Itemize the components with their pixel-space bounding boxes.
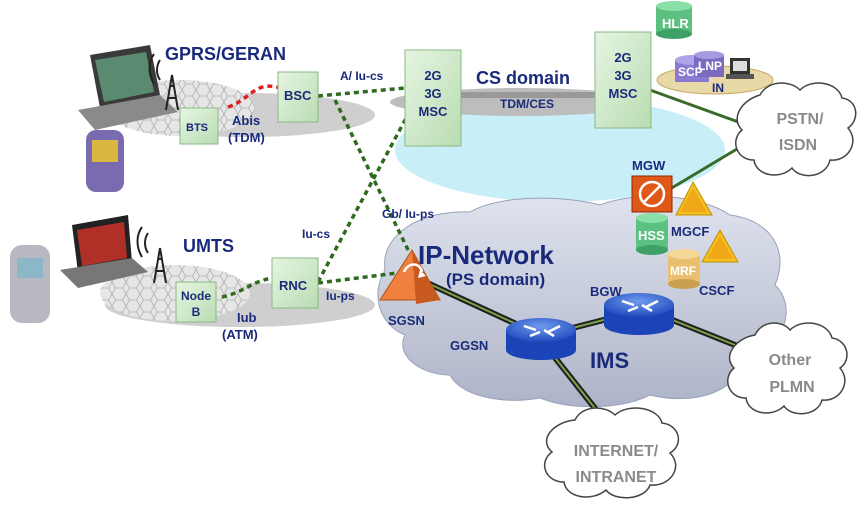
bsc-label: BSC <box>284 88 312 103</box>
msc1-line1: 2G <box>424 68 441 83</box>
bsc-box <box>277 71 319 123</box>
internet-labels: INTERNET/ INTRANET <box>574 443 659 486</box>
cscf-icon <box>701 228 739 263</box>
bgw-router-icon <box>604 293 674 335</box>
ggsn-router-icon <box>506 318 576 360</box>
other-plmn-labels: Other PLMN <box>769 352 815 396</box>
iu-ps-label: Iu-ps <box>326 289 355 303</box>
phone-geran <box>86 130 124 192</box>
mgw-icon <box>631 175 673 213</box>
pstn-labels: PSTN/ ISDN <box>776 111 824 154</box>
ims-label: IMS <box>590 348 629 373</box>
other-plmn-cloud <box>727 322 848 415</box>
internet-cloud <box>543 407 680 499</box>
lnp-icon <box>694 51 724 77</box>
nodeb-line1: Node <box>181 289 211 303</box>
laptop-umts <box>60 215 148 288</box>
iu-cs-label: Iu-cs <box>302 227 330 241</box>
ip-network-cloud <box>377 195 787 408</box>
other-plmn-line1: Other <box>769 352 812 369</box>
sgsn-label: SGSN <box>388 313 425 328</box>
ps-domain-label: (PS domain) <box>446 270 545 289</box>
lnp-label: LNP <box>698 59 722 73</box>
iub-atm-label: (ATM) <box>222 327 258 342</box>
ip-network-label: IP-Network <box>418 240 554 270</box>
msc2-line2: 3G <box>614 68 631 83</box>
link-iub <box>221 276 273 299</box>
msc2-box <box>594 31 652 129</box>
msc1-labels: 2G 3G MSC <box>419 68 449 119</box>
mrf-label: MRF <box>670 264 696 278</box>
cs-domain-label: CS domain <box>476 68 570 88</box>
msc2-labels: 2G 3G MSC <box>609 50 639 101</box>
mgcf-label: MGCF <box>671 224 709 239</box>
umts-label: UMTS <box>183 236 234 256</box>
cscf-label: CSCF <box>699 283 734 298</box>
gprs-geran-label: GPRS/GERAN <box>165 44 286 64</box>
rnc-box <box>271 257 319 309</box>
link-bsc-msc <box>317 86 406 98</box>
msc2-line1: 2G <box>614 50 631 65</box>
phone-umts <box>10 245 50 323</box>
msc1-line3: MSC <box>419 104 449 119</box>
link-abis <box>227 84 281 109</box>
msc2-line3: MSC <box>609 86 639 101</box>
link-bsc-sgsn <box>333 99 414 259</box>
mgcf-icon <box>675 180 713 216</box>
hss-icon <box>636 213 668 255</box>
link-rnc-msc <box>316 95 420 283</box>
dashed-links <box>221 86 420 299</box>
nodeb-box <box>175 281 217 323</box>
pstn-cloud <box>735 82 857 177</box>
a-iu-cs-label: A/ Iu-cs <box>340 69 384 83</box>
terminal-icon <box>726 58 754 79</box>
hlr-icon <box>656 1 692 39</box>
bts-box <box>179 107 219 145</box>
antenna-geran-icon <box>148 53 179 111</box>
other-plmn-line2: PLMN <box>769 379 814 396</box>
abis-tdm-label: (TDM) <box>228 130 265 145</box>
nodeb-labels: Node B <box>181 289 211 319</box>
bgw-label: BGW <box>590 284 623 299</box>
hlr-label: HLR <box>662 16 689 31</box>
laptop-geran <box>78 45 178 130</box>
rnc-label: RNC <box>279 278 308 293</box>
mgw-label: MGW <box>632 158 666 173</box>
in-label: IN <box>712 81 724 95</box>
link-rnc-sgsn <box>317 270 406 285</box>
internet-line2: INTRANET <box>576 469 657 486</box>
gb-iu-ps-label: Gb/ Iu-ps <box>382 207 434 221</box>
pstn-line2: ISDN <box>779 137 817 154</box>
mrf-icon <box>668 249 700 289</box>
hss-label: HSS <box>638 228 665 243</box>
ggsn-label: GGSN <box>450 338 488 353</box>
abis-label: Abis <box>232 113 260 128</box>
tdm-ces-label: TDM/CES <box>500 97 554 111</box>
pstn-line1: PSTN/ <box>776 111 824 128</box>
msc1-box <box>404 49 462 147</box>
scp-label: SCP <box>678 65 703 79</box>
bts-label: BTS <box>186 122 208 134</box>
internet-line1: INTERNET/ <box>574 443 659 460</box>
nodeb-line2: B <box>192 305 201 319</box>
iub-label: Iub <box>237 310 257 325</box>
antenna-umts-icon <box>136 226 167 284</box>
msc1-line2: 3G <box>424 86 441 101</box>
sgsn-icon <box>379 249 441 304</box>
